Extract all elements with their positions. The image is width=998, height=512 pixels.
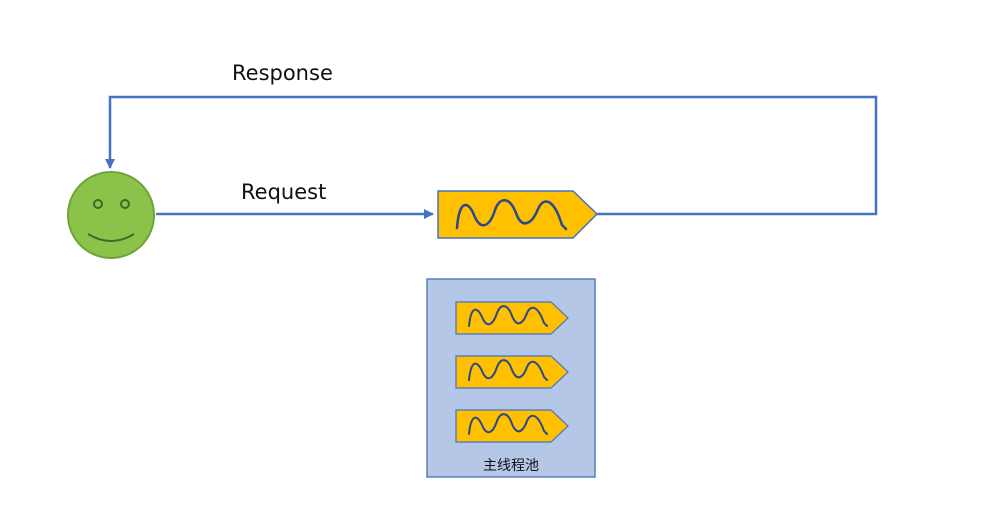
thread-pool-label: 主线程池 <box>483 458 539 474</box>
thread-wave-icon <box>455 199 568 231</box>
pool-thread-2-icon <box>455 355 569 389</box>
thread-wave-icon <box>468 359 548 381</box>
pool-thread-1-icon <box>455 301 569 335</box>
response-label: Response <box>232 61 333 85</box>
active-thread-icon <box>437 190 599 239</box>
thread-wave-icon <box>468 305 548 327</box>
user-smiley-face-icon <box>67 171 155 259</box>
pool-thread-3-icon <box>455 409 569 443</box>
thread-wave-icon <box>468 413 548 435</box>
response-connector <box>105 95 878 216</box>
left-eye <box>93 199 103 209</box>
face-circle <box>67 171 155 259</box>
smile <box>87 233 135 242</box>
request-label: Request <box>241 180 326 204</box>
right-eye <box>120 199 130 209</box>
thread-pool: 主线程池 <box>426 278 596 478</box>
